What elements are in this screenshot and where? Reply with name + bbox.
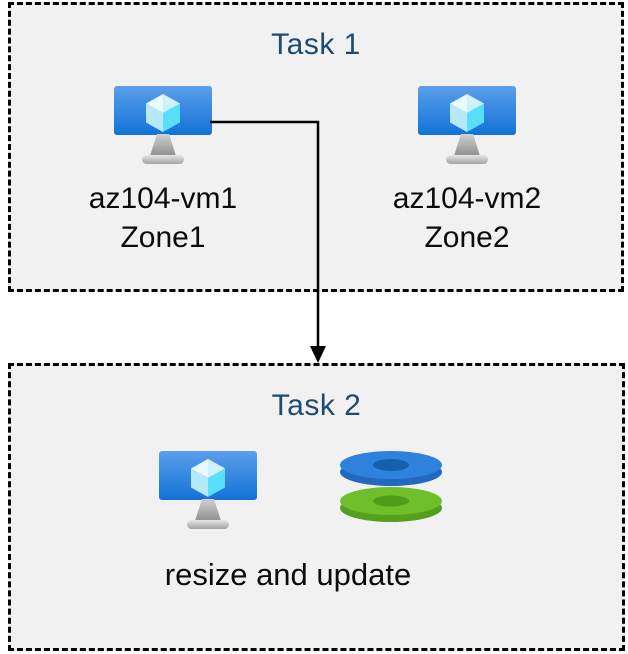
- vm2-zone: Zone2: [424, 221, 510, 254]
- vm2-name: az104-vm2: [392, 182, 542, 215]
- task1-title: Task 1: [271, 28, 361, 61]
- vm1-zone: Zone1: [120, 221, 206, 254]
- vm2-label: az104-vm2 Zone2: [367, 179, 567, 257]
- task1-box: Task 1 az104-vm1 Zone1: [8, 2, 624, 292]
- vm-group-az104-vm1: az104-vm1 Zone1: [63, 86, 263, 257]
- vm1-name: az104-vm1: [88, 182, 238, 215]
- task2-box: Task 2 resize and update: [8, 363, 625, 651]
- task2-caption: resize and update: [164, 557, 412, 592]
- virtual-machine-icon: [418, 86, 516, 164]
- vm1-label: az104-vm1 Zone1: [63, 179, 263, 257]
- virtual-machine-icon: [159, 451, 257, 529]
- vm-group-az104-vm2: az104-vm2 Zone2: [367, 86, 567, 257]
- task2-title: Task 2: [271, 389, 362, 422]
- managed-disks-icon: [340, 451, 442, 522]
- virtual-machine-icon: [114, 86, 212, 164]
